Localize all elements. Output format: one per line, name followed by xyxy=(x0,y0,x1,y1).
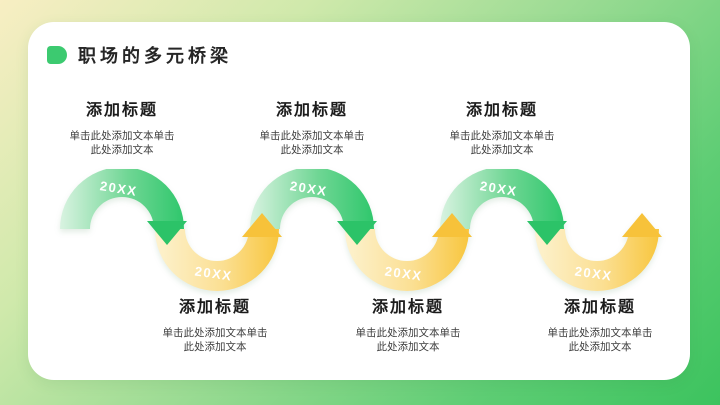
arc-rings xyxy=(60,169,659,291)
arc-year-label: 20XX xyxy=(289,178,329,199)
milestone-title: 添加标题 xyxy=(178,299,251,316)
milestone-body: 单击此处添加文本单击此处添加文本 xyxy=(449,130,555,156)
arc-year-label: 20XX xyxy=(479,178,519,199)
slide-title: 职场的多元桥梁 xyxy=(78,46,232,66)
milestone-title: 添加标题 xyxy=(563,299,636,316)
arc-arrow-down-icon xyxy=(527,221,567,245)
milestone-title: 添加标题 xyxy=(465,102,538,119)
arc-year-label: 20XX xyxy=(194,263,234,283)
milestone-block-bottom-1: 添加标题 单击此处添加文本单击此处添加文本 xyxy=(135,293,295,354)
arc-year-label: 20XX xyxy=(574,263,614,283)
milestone-block-top-2: 添加标题 单击此处添加文本单击此处添加文本 xyxy=(232,96,392,157)
milestone-body: 单击此处添加文本单击此处添加文本 xyxy=(69,130,175,156)
arc-arrows xyxy=(147,213,662,245)
leaf-shape-icon xyxy=(47,46,67,64)
arc-ring-green xyxy=(60,169,184,229)
arc-year-labels: 20XX 20XX 20XX 20XX 20XX 20XX xyxy=(99,178,614,283)
milestone-title: 添加标题 xyxy=(371,299,444,316)
milestone-title: 添加标题 xyxy=(85,102,158,119)
milestone-block-top-1: 添加标题 单击此处添加文本单击此处添加文本 xyxy=(42,96,202,157)
arc-arrow-up-icon xyxy=(432,213,472,237)
milestone-block-bottom-3: 添加标题 单击此处添加文本单击此处添加文本 xyxy=(520,293,680,354)
arc-ring-yellow xyxy=(345,229,469,291)
arc-ring-yellow xyxy=(155,229,279,291)
arc-arrow-down-icon xyxy=(147,221,187,245)
arc-year-label: 20XX xyxy=(99,178,139,199)
milestone-body: 单击此处添加文本单击此处添加文本 xyxy=(259,130,365,156)
arc-year-label: 20XX xyxy=(384,263,424,283)
arc-ring-green xyxy=(250,169,374,229)
arc-ring-green xyxy=(440,169,564,229)
slide-header: 职场的多元桥梁 xyxy=(47,42,232,68)
arc-arrow-up-icon xyxy=(622,213,662,237)
arc-ring-yellow xyxy=(535,229,659,291)
timeline-wave: 20XX 20XX 20XX 20XX 20XX 20XX xyxy=(60,169,662,291)
milestone-body: 单击此处添加文本单击此处添加文本 xyxy=(355,327,461,353)
milestone-title: 添加标题 xyxy=(275,102,348,119)
arc-arrow-up-icon xyxy=(242,213,282,237)
milestone-body: 单击此处添加文本单击此处添加文本 xyxy=(547,327,653,353)
slide-card: 职场的多元桥梁 添加标题 单击此处添加文本单击此处添加文本 添加标题 单击此处添… xyxy=(28,22,690,380)
arc-arrow-down-icon xyxy=(337,221,377,245)
milestone-block-top-3: 添加标题 单击此处添加文本单击此处添加文本 xyxy=(422,96,582,157)
milestone-body: 单击此处添加文本单击此处添加文本 xyxy=(162,327,268,353)
milestone-block-bottom-2: 添加标题 单击此处添加文本单击此处添加文本 xyxy=(328,293,488,354)
